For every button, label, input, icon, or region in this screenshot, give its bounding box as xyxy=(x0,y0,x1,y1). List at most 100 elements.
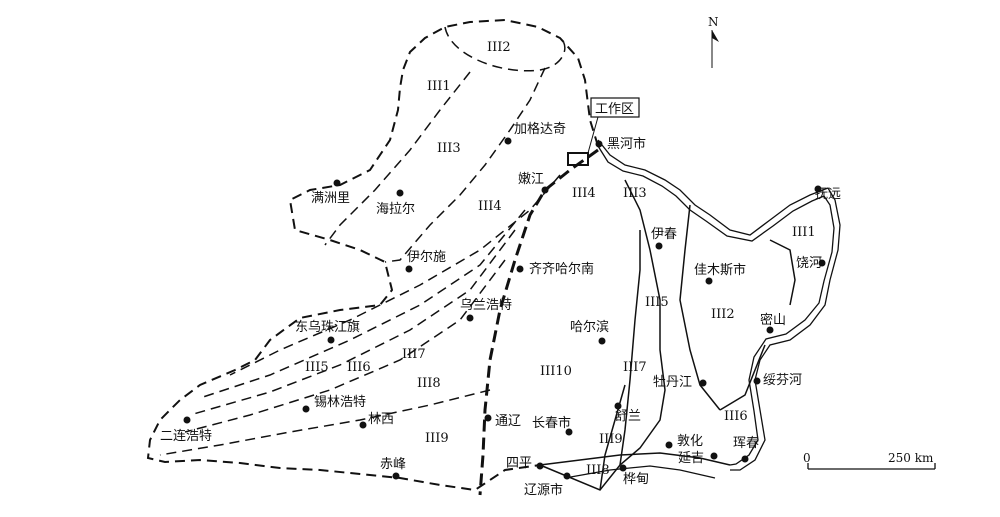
city-dot xyxy=(405,265,413,273)
iii2-north-bubble xyxy=(444,26,566,72)
zone-label: III6 xyxy=(347,360,371,375)
work-area-leader xyxy=(587,116,599,154)
city-label: 齐齐哈尔南 xyxy=(529,261,594,277)
city-dot xyxy=(359,421,367,429)
boundary-iii1-iii3 xyxy=(324,71,471,246)
boundary-iii9-iii8-south xyxy=(539,452,731,466)
city-label: 辽源市 xyxy=(524,482,563,498)
east-boundary-iii2 xyxy=(679,204,721,411)
east-boundary-iii7 xyxy=(599,384,626,491)
city-label: 东乌珠江旗 xyxy=(295,319,360,335)
zone-label: III5 xyxy=(645,295,669,310)
city-label: 伊春 xyxy=(651,227,677,242)
city-label: 密山 xyxy=(760,312,786,328)
city-label: 抚远 xyxy=(815,187,841,202)
zone-label: III9 xyxy=(425,431,449,446)
national-border-inner xyxy=(597,145,835,466)
city-dot xyxy=(516,265,524,273)
city-dot xyxy=(504,137,512,145)
city-dot xyxy=(183,416,191,424)
city-dot xyxy=(333,179,341,187)
city-dot xyxy=(753,377,761,385)
city-label: 伊尔施 xyxy=(407,250,446,265)
city-label: 黑河市 xyxy=(607,136,646,152)
city-label: 嫩江 xyxy=(518,172,544,187)
city-label: 海拉尔 xyxy=(376,202,415,217)
zone-label: III6 xyxy=(724,409,748,424)
city-dot xyxy=(563,472,571,480)
outer-boundary-west xyxy=(146,18,599,492)
city-dot xyxy=(541,186,549,194)
city-dot xyxy=(818,259,826,267)
city-label: 乌兰浩特 xyxy=(460,297,512,313)
city-dot xyxy=(565,428,573,436)
zone-label: III3 xyxy=(437,141,461,156)
city-dot xyxy=(766,326,774,334)
city-label: 林西 xyxy=(368,412,394,427)
east-boundary-iii1 xyxy=(769,239,796,306)
city-label: 牡丹江 xyxy=(653,375,692,390)
city-label: 四平 xyxy=(506,456,532,471)
zone-label: III8 xyxy=(417,376,441,391)
city-label: 加格达奇 xyxy=(514,121,566,137)
zone-label: III4 xyxy=(478,199,502,214)
zone-label: III8 xyxy=(586,463,610,478)
city-label: 绥芬河 xyxy=(763,373,802,388)
zone-label: III4 xyxy=(572,186,596,201)
boundary-iii3-iii4 xyxy=(384,67,546,263)
work-area-box xyxy=(567,152,589,166)
zone-label: III9 xyxy=(599,432,623,447)
zone-label: III7 xyxy=(402,347,426,362)
city-label: 满洲里 xyxy=(311,191,350,206)
city-dot xyxy=(619,464,627,472)
city-dot xyxy=(655,242,663,250)
city-label: 二连浩特 xyxy=(160,428,212,444)
city-label: 赤峰 xyxy=(380,457,406,472)
boundary-iii7-iii8 xyxy=(184,259,506,433)
city-label: 通辽 xyxy=(495,414,521,429)
city-dot xyxy=(396,189,404,197)
boundary-iii8-iii9 xyxy=(159,389,491,456)
city-dot xyxy=(302,405,310,413)
zone-label: III5 xyxy=(305,360,329,375)
east-boundary-iii4-iii3 xyxy=(539,179,666,491)
city-dot xyxy=(595,140,603,148)
city-dot xyxy=(705,277,713,285)
city-dot xyxy=(536,462,544,470)
city-label: 舒兰 xyxy=(615,409,641,424)
boundary-iii4-a xyxy=(229,174,561,376)
city-dot xyxy=(466,314,474,322)
city-dot xyxy=(598,337,606,345)
city-label: 哈尔滨 xyxy=(570,319,609,335)
city-label: 敦化 xyxy=(677,433,703,449)
city-dot xyxy=(484,414,492,422)
city-label: 桦甸 xyxy=(623,472,649,487)
city-dot xyxy=(699,379,707,387)
north-arrow-head xyxy=(712,30,719,42)
city-label: 饶河 xyxy=(796,256,822,271)
boundary-iii5-iii6 xyxy=(199,209,526,399)
zone-label: III1 xyxy=(427,79,451,94)
city-label: 锡林浩特 xyxy=(314,395,366,410)
east-boundary-iii5 xyxy=(619,230,641,466)
zone-label: III10 xyxy=(540,364,572,379)
work-area-label-box xyxy=(590,97,640,118)
zone-label: III3 xyxy=(623,186,647,201)
city-dot xyxy=(665,441,673,449)
scale-distance: 250 km xyxy=(888,451,934,465)
city-dot xyxy=(392,472,400,480)
zone-label: III2 xyxy=(711,307,735,322)
national-border-outer xyxy=(597,139,841,471)
city-label: 佳木斯市 xyxy=(694,262,746,278)
city-label: 长春市 xyxy=(532,415,571,431)
city-label: 延吉 xyxy=(678,451,704,466)
zone-label: III7 xyxy=(623,360,647,375)
scale-zero: 0 xyxy=(803,451,811,465)
zone-label: III2 xyxy=(487,40,511,55)
city-dot xyxy=(814,185,822,193)
zone-label: III1 xyxy=(792,225,816,240)
north-label: N xyxy=(708,15,719,29)
city-dot xyxy=(614,402,622,410)
